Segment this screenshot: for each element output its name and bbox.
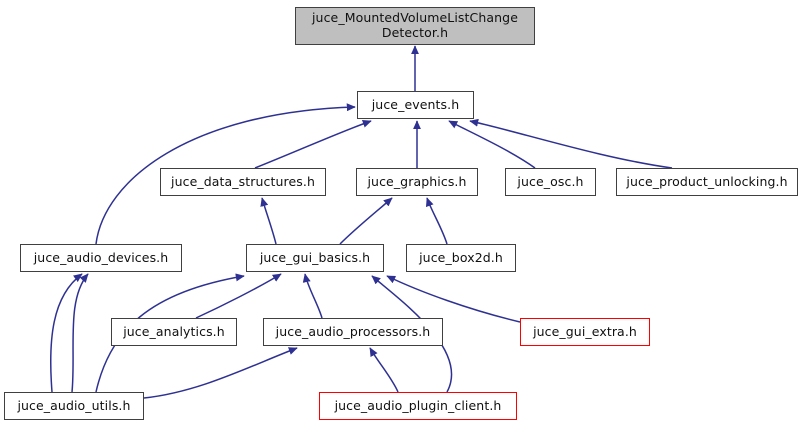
graph-node-label: juce_MountedVolumeListChange [311, 10, 518, 26]
graph-node-graphics[interactable]: juce_graphics.h [356, 168, 478, 196]
graph-node-label: juce_gui_extra.h [533, 323, 637, 339]
graph-node-box2d[interactable]: juce_box2d.h [406, 244, 516, 272]
graph-node-audio_devices[interactable]: juce_audio_devices.h [20, 244, 182, 272]
graph-node-gui_extra[interactable]: juce_gui_extra.h [520, 318, 650, 346]
graph-edge-product_unlocking-to-events [469, 118, 673, 169]
graph-node-audio_plugin_client[interactable]: juce_audio_plugin_client.h [319, 392, 517, 420]
graph-edge-data_structures-to-events [254, 119, 372, 169]
graph-node-label: juce_product_unlocking.h [626, 173, 788, 189]
graph-node-label: juce_audio_devices.h [33, 249, 169, 265]
graph-node-label: juce_analytics.h [123, 323, 225, 339]
graph-edge-gui_extra-to-gui_basics [386, 275, 521, 323]
graph-node-product_unlocking[interactable]: juce_product_unlocking.h [616, 168, 798, 196]
graph-node-label: juce_graphics.h [367, 173, 467, 189]
graph-edge-analytics-to-gui_basics [195, 273, 282, 319]
graph-node-label: juce_data_structures.h [171, 173, 315, 189]
graph-node-label: juce_audio_utils.h [17, 397, 131, 413]
graph-edge-audio_utils-to-audio_devices_b [71, 273, 89, 393]
graph-edge-gui_basics-to-graphics [339, 197, 393, 245]
graph-node-label: juce_audio_processors.h [275, 323, 431, 339]
graph-edge-audio_plugin_client-to-audio_processors [369, 347, 399, 393]
graph-node-osc[interactable]: juce_osc.h [505, 168, 596, 196]
graph-node-audio_utils[interactable]: juce_audio_utils.h [4, 392, 144, 420]
graph-node-audio_processors[interactable]: juce_audio_processors.h [263, 318, 443, 346]
graph-edge-audio_utils-to-audio_processors [143, 347, 298, 399]
graph-node-label-line2: Detector.h [381, 25, 449, 40]
graph-node-label: juce_audio_plugin_client.h [334, 397, 502, 413]
graph-edge-audio_utils-to-audio_devices_a [50, 273, 83, 393]
graph-node-label: juce_events.h [371, 96, 460, 112]
graph-node-label: juce_box2d.h [419, 249, 503, 265]
graph-node-analytics[interactable]: juce_analytics.h [111, 318, 237, 346]
graph-node-gui_basics[interactable]: juce_gui_basics.h [246, 244, 384, 272]
graph-edge-audio_processors-to-gui_basics [302, 273, 323, 319]
graph-edge-gui_basics-to-data_structures [260, 197, 277, 245]
graph-edge-box2d-to-graphics [425, 197, 448, 245]
graph-node-events[interactable]: juce_events.h [357, 91, 474, 119]
graph-node-label: juce_osc.h [517, 173, 584, 189]
graph-edge-osc-to-events [448, 120, 536, 169]
graph-node-label: juce_gui_basics.h [259, 249, 371, 265]
graph-node-data_structures[interactable]: juce_data_structures.h [160, 168, 326, 196]
